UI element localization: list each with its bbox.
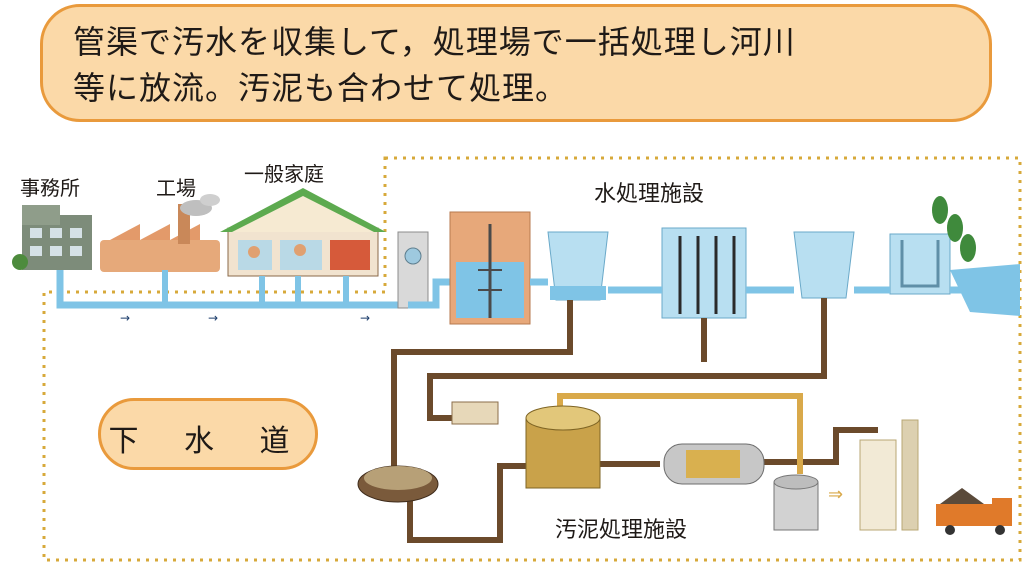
aeration-tank xyxy=(608,227,747,319)
office-label: 事務所 xyxy=(20,176,80,200)
dewatering-machine xyxy=(663,443,765,485)
final-sedimentation-tank xyxy=(746,231,855,299)
svg-text:⇒: ⇒ xyxy=(828,484,843,505)
factory-label: 工場 xyxy=(156,176,196,200)
river-outlet xyxy=(932,196,1020,316)
sludge-facility-label: 汚泥処理施設 xyxy=(555,518,688,543)
return-pipe xyxy=(557,393,803,474)
household-building xyxy=(220,188,386,277)
incinerator: ⇒ xyxy=(828,419,919,531)
factory-building xyxy=(100,194,220,272)
sludge-pipes xyxy=(391,298,878,543)
sludge-storage-tank xyxy=(773,474,819,531)
household-label: 一般家庭 xyxy=(244,162,324,186)
water-facility-label: 水処理施設 xyxy=(594,182,705,207)
svg-text:→: → xyxy=(208,311,218,325)
sludge-thickener xyxy=(357,465,439,503)
pump-station xyxy=(397,231,456,309)
grit-chamber xyxy=(449,211,531,325)
summary-text: 管渠で汚水を収集して，処理場で一括処理し河川 等に放流。汚泥も合わせて処理。 xyxy=(73,19,973,111)
sludge-digester xyxy=(525,405,601,489)
sludge-pump-unit xyxy=(451,401,499,425)
svg-text:→: → xyxy=(120,311,130,325)
system-label-pill: 下 水 道 xyxy=(98,398,318,470)
summary-line-2: 等に放流。汚泥も合わせて処理。 xyxy=(73,69,569,107)
svg-text:→: → xyxy=(360,311,370,325)
primary-sedimentation-tank xyxy=(530,231,609,301)
system-label: 下 水 道 xyxy=(108,424,308,459)
office-building xyxy=(12,205,92,270)
summary-banner: 管渠で汚水を収集して，処理場で一括処理し河川 等に放流。汚泥も合わせて処理。 xyxy=(40,4,992,122)
dump-truck xyxy=(936,488,1012,535)
disinfection-tank xyxy=(854,233,951,295)
sewer-boundary xyxy=(42,156,1022,562)
collection-pipe: → → → xyxy=(56,270,408,325)
summary-line-1: 管渠で汚水を収集して，処理場で一括処理し河川 xyxy=(73,23,796,61)
